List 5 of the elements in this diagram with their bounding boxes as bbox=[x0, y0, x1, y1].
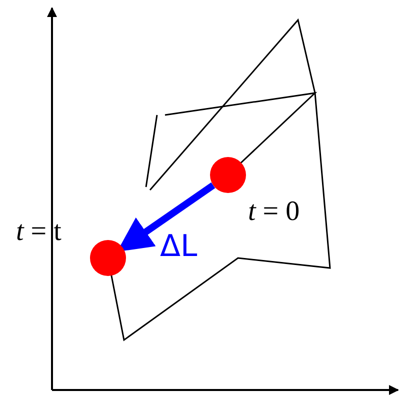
time-label: t = 0 bbox=[248, 198, 300, 226]
time-label: t = t bbox=[16, 218, 62, 246]
dot bbox=[210, 157, 246, 193]
edge-label: ΔL bbox=[160, 232, 198, 262]
dot bbox=[90, 240, 126, 276]
